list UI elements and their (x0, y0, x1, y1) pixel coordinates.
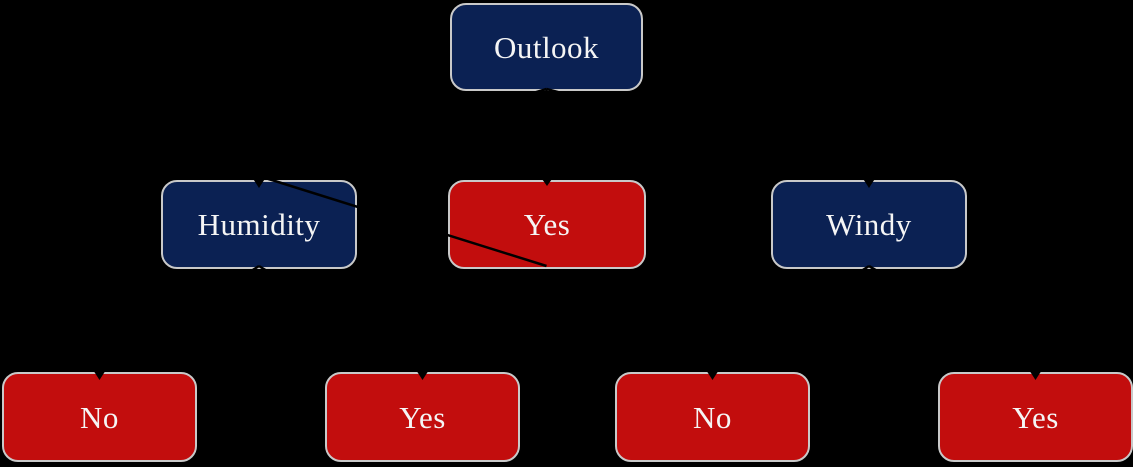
node-yes-left: Yes (325, 372, 520, 462)
node-no-right-label: No (693, 399, 732, 435)
node-outlook: Outlook (450, 3, 643, 91)
node-no-left-label: No (80, 399, 119, 435)
node-no-right: No (615, 372, 810, 462)
node-outlook-label: Outlook (493, 29, 600, 65)
edge-outlook-humidity (258, 87, 547, 178)
node-yes-mid-label: Yes (523, 207, 571, 242)
edge-windy-yes (868, 264, 1037, 370)
edge-humidity-no (98, 264, 260, 370)
node-humidity-label: Humidity (197, 207, 321, 242)
node-yes-left-label: Yes (399, 399, 446, 435)
node-yes-mid: Yes (448, 180, 646, 269)
edge-windy-no (711, 264, 870, 370)
node-windy-label: Windy (826, 207, 912, 242)
node-yes-right-label: Yes (1012, 399, 1059, 435)
node-windy: Windy (771, 180, 967, 269)
node-humidity: Humidity (161, 180, 357, 269)
node-yes-right: Yes (938, 372, 1133, 462)
edge-humidity-yes (258, 264, 424, 370)
node-no-left: No (2, 372, 197, 462)
edge-outlook-windy (546, 87, 870, 178)
edge-outlook-yes (545, 88, 549, 177)
